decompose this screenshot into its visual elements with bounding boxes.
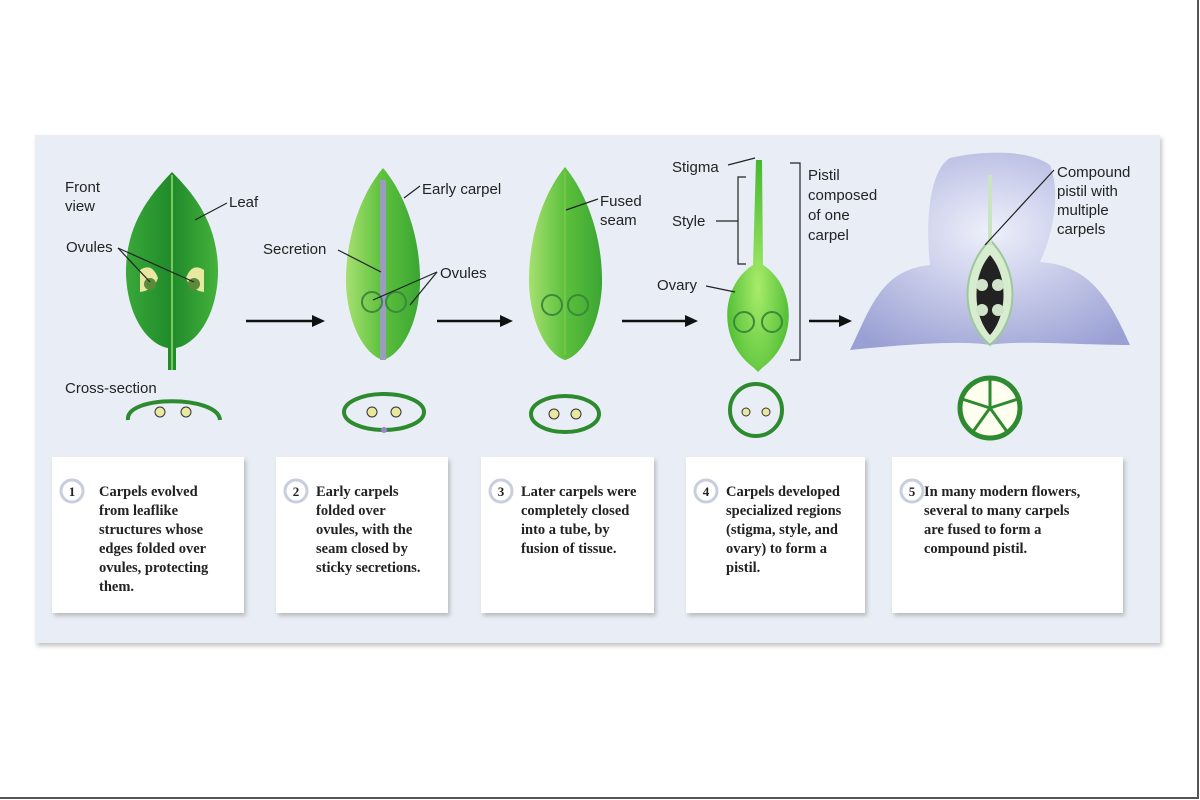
pistil-illustration xyxy=(727,160,789,372)
caption-line: pistil. xyxy=(726,560,760,576)
step-number: 3 xyxy=(498,484,505,499)
flower-illustration xyxy=(850,152,1130,350)
caption-line: Carpels evolved xyxy=(99,484,198,500)
step-number-badge xyxy=(899,478,925,504)
caption-line: ovules, with the xyxy=(316,522,413,538)
step-number-badge xyxy=(693,478,719,504)
caption-line: structures whose xyxy=(99,522,204,538)
caption-line: Carpels developed xyxy=(726,484,840,500)
caption-line: (stigma, style, and xyxy=(726,522,838,538)
caption-line: ovary) to form a xyxy=(726,541,828,557)
label-style: Style xyxy=(672,213,705,230)
caption-box xyxy=(52,457,244,613)
arrow-icon xyxy=(809,315,852,327)
early-carpel-illustration xyxy=(345,168,421,360)
caption-line: folded over xyxy=(316,503,386,519)
step-3-caption: 3 Later carpels were completely closed into… xyxy=(481,457,654,613)
label-early-carpel: Early carpel xyxy=(422,181,501,198)
label-front-view: Front xyxy=(65,179,101,196)
step-number-badge xyxy=(283,478,309,504)
label-ovules: Ovules xyxy=(440,265,487,282)
label-secretion: Secretion xyxy=(263,241,326,258)
label-front-view: view xyxy=(65,198,95,215)
label-line: Pistil xyxy=(808,167,840,184)
caption-box xyxy=(892,457,1123,613)
step-number-badge xyxy=(488,478,514,504)
caption-line: sticky secretions. xyxy=(316,560,420,576)
caption-line: edges folded over xyxy=(99,541,207,557)
step-number: 5 xyxy=(909,484,916,499)
leaf-cross-section xyxy=(126,399,222,421)
label-line: of one xyxy=(808,207,850,224)
caption-line: Later carpels were xyxy=(521,484,637,500)
step-number: 2 xyxy=(293,484,300,499)
label-ovary: Ovary xyxy=(657,277,698,294)
caption-line: ovules, protecting xyxy=(99,560,209,576)
pistil-cross-section xyxy=(728,382,784,438)
caption-line: fusion of tissue. xyxy=(521,541,616,557)
caption-line: Early carpels xyxy=(316,484,399,500)
early-carpel-cross-section xyxy=(342,392,426,433)
caption-line: compound pistil. xyxy=(924,541,1027,557)
label-fused-seam: Fused xyxy=(600,193,642,210)
step-5-caption: 5 In many modern flowers, several to many … xyxy=(892,457,1123,613)
caption-line: several to many carpels xyxy=(924,503,1070,519)
step-number-badge xyxy=(59,478,85,504)
step-number: 4 xyxy=(703,484,710,499)
label-line: pistil with xyxy=(1057,183,1118,200)
caption-box xyxy=(686,457,865,613)
caption-line: them. xyxy=(99,579,134,595)
label-leaf: Leaf xyxy=(229,194,259,211)
label-compound-pistil: Compound pistil with multiple carpels xyxy=(1057,164,1130,238)
label-line: composed xyxy=(808,187,877,204)
label-line: Compound xyxy=(1057,164,1130,181)
arrow-icon xyxy=(622,315,698,327)
caption-line: specialized regions xyxy=(726,503,842,519)
caption-line: from leaflike xyxy=(99,503,179,519)
label-line: carpel xyxy=(808,227,849,244)
caption-line: In many modern flowers, xyxy=(924,484,1081,500)
leader-lines xyxy=(117,157,1055,361)
caption-line: are fused to form a xyxy=(924,522,1042,538)
label-stigma: Stigma xyxy=(672,159,719,176)
label-line: multiple xyxy=(1057,202,1109,219)
step-2-caption: 2 Early carpels folded over ovules, with th… xyxy=(276,457,448,613)
later-carpel-illustration xyxy=(528,167,603,360)
label-line: carpels xyxy=(1057,221,1105,238)
caption-line: into a tube, by xyxy=(521,522,610,538)
label-cross-section: Cross-section xyxy=(65,380,157,397)
step-captions: 1 Carpels evolved from leaflike structures … xyxy=(52,457,1123,613)
arrow-icon xyxy=(246,315,325,327)
arrow-icon xyxy=(437,315,513,327)
compound-pistil-cross-section xyxy=(957,375,1023,441)
caption-line: seam closed by xyxy=(316,541,409,557)
label-pistil-one-carpel: Pistil composed of one carpel xyxy=(808,167,877,244)
caption-line: completely closed xyxy=(521,503,629,519)
step-1-caption: 1 Carpels evolved from leaflike structures … xyxy=(52,457,244,613)
later-carpel-cross-section xyxy=(529,394,601,434)
step-number: 1 xyxy=(69,484,76,499)
label-fused-seam: seam xyxy=(600,212,637,229)
step-4-caption: 4 Carpels developed specialized regions (st… xyxy=(686,457,865,613)
label-ovules: Ovules xyxy=(66,239,113,256)
